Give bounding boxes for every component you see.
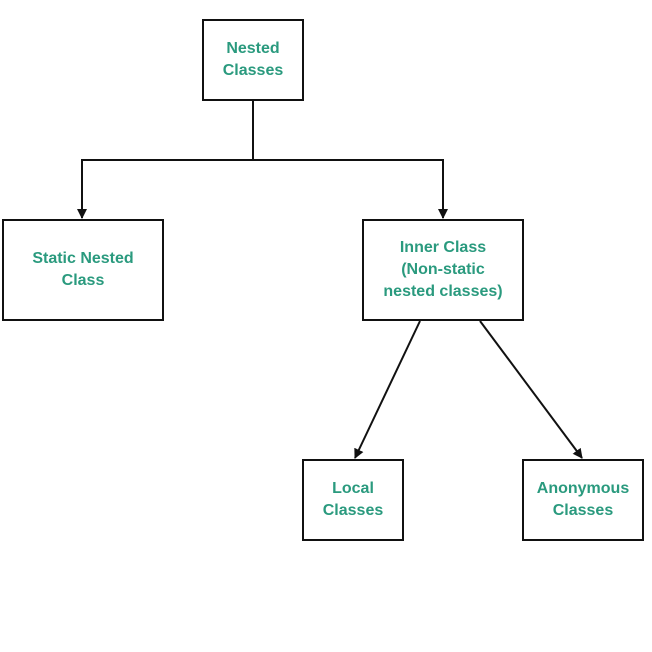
- node-inner-class: Inner Class (Non-static nested classes): [362, 219, 524, 321]
- node-static-nested-class: Static Nested Class: [2, 219, 164, 321]
- node-label: Nested Classes: [222, 40, 284, 79]
- connector-nested-to-inner: [253, 159, 448, 219]
- node-label: Local Classes: [322, 480, 384, 519]
- node-label: Static Nested Class: [32, 250, 134, 289]
- connector-nested-to-static: [77, 101, 254, 219]
- node-label: Inner Class (Non-static nested classes): [383, 239, 503, 300]
- node-local-classes: Local Classes: [302, 459, 404, 541]
- connector-inner-to-local: [354, 320, 421, 459]
- node-nested-classes: Nested Classes: [202, 19, 304, 101]
- node-anonymous-classes: Anonymous Classes: [522, 459, 644, 541]
- node-label: Anonymous Classes: [536, 480, 630, 519]
- connector-inner-to-anonymous: [479, 320, 583, 459]
